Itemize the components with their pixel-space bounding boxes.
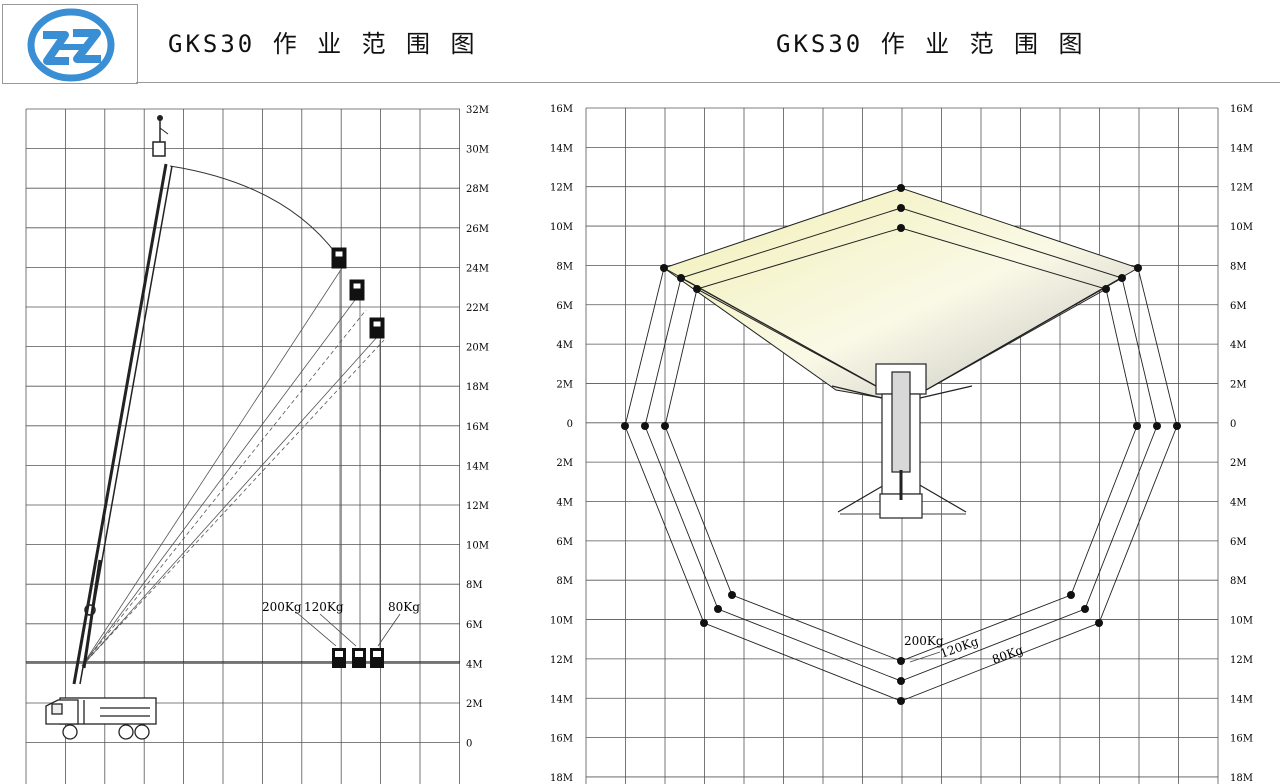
top-load-label-80kg: 80Kg xyxy=(990,643,1025,667)
envelope-inner-lines xyxy=(663,207,1124,403)
side-view-diagram: 32M 30M 28M 26M 24M 22M 20M 18M 16M 14M 12M 10M 8M 6M… xyxy=(25,105,489,784)
side-axis-label: 22M xyxy=(466,303,489,314)
top-load-label-lines xyxy=(909,651,941,663)
top-axis-label-right: 16M xyxy=(1230,734,1253,745)
page-title-right: GKS30 作 业 范 围 图 xyxy=(776,30,1086,58)
top-axis-label-right: 4M xyxy=(1230,498,1247,509)
side-axis-label: 18M xyxy=(466,382,489,393)
load-label-80kg: 80Kg xyxy=(388,600,420,614)
side-axis-label: 16M xyxy=(466,422,489,433)
top-view-axis-labels: 16M 16M 14M 14M 12M 12M 10M 10M 8M 8M 6M 6M 4M 4M 2M 2M… xyxy=(550,104,1253,784)
side-axis-label: 6M xyxy=(466,620,483,631)
page-title-left: GKS30 作 业 范 围 图 xyxy=(168,30,478,58)
side-axis-label: 10M xyxy=(466,541,489,552)
side-axis-label: 26M xyxy=(466,224,489,235)
top-axis-label-right: 12M xyxy=(1230,655,1253,666)
ground-baskets xyxy=(332,648,384,668)
telescopic-boom xyxy=(72,163,173,685)
reach-nodes xyxy=(621,184,1181,705)
top-axis-label-right: 8M xyxy=(1230,261,1247,272)
top-axis-label-right: 10M xyxy=(1230,616,1253,627)
aerial-truck-side-icon xyxy=(45,697,157,740)
side-view-grid xyxy=(25,108,460,784)
working-envelope-area xyxy=(662,187,1140,403)
side-axis-label: 0 xyxy=(466,739,472,750)
side-axis-label: 12M xyxy=(466,501,489,512)
side-axis-label: 4M xyxy=(466,659,483,670)
load-pointer-lines xyxy=(295,611,401,647)
top-axis-label-right: 16M xyxy=(1230,104,1253,115)
top-axis-label-right: 12M xyxy=(1230,183,1253,194)
logo-box xyxy=(2,4,138,84)
header-divider xyxy=(136,82,1280,83)
top-load-label-120kg: 120Kg xyxy=(938,634,980,661)
truck-top-view-icon xyxy=(831,363,973,519)
reach-lines xyxy=(81,267,385,667)
top-axis-label-right: 8M xyxy=(1230,576,1247,587)
side-axis-label: 14M xyxy=(466,461,489,472)
top-axis-label-right: 14M xyxy=(1230,143,1253,154)
reach-octagons xyxy=(624,267,1178,702)
work-basket-icon xyxy=(152,115,169,157)
load-label-200kg: 200Kg xyxy=(262,600,302,614)
top-axis-label-right: 2M xyxy=(1230,458,1247,469)
top-axis-label-right: 6M xyxy=(1230,537,1247,548)
top-axis-label-right: 18M xyxy=(1230,773,1253,784)
side-axis-label: 28M xyxy=(466,184,489,195)
top-axis-label-right: 6M xyxy=(1230,301,1247,312)
top-axis-label-right: 10M xyxy=(1230,222,1253,233)
side-axis-label: 24M xyxy=(466,263,489,274)
reach-baskets xyxy=(331,247,385,339)
max-height-arc xyxy=(169,165,343,263)
top-view-grid xyxy=(585,107,1219,784)
side-axis-label: 8M xyxy=(466,580,483,591)
company-logo-icon xyxy=(27,8,115,82)
top-axis-label-right: 4M xyxy=(1230,340,1247,351)
side-axis-label: 20M xyxy=(466,343,489,354)
load-label-120kg: 120Kg xyxy=(304,600,344,614)
side-view-axis-labels: 32M 30M 28M 26M 24M 22M 20M 18M 16M 14M 12M 10M 8M 6M… xyxy=(466,105,489,750)
top-axis-label-right: 2M xyxy=(1230,379,1247,390)
top-load-label-200kg: 200Kg xyxy=(904,634,944,648)
side-axis-label: 32M xyxy=(466,105,489,116)
side-axis-label: 30M xyxy=(466,145,489,156)
top-axis-label-right: 0 xyxy=(1230,419,1236,430)
side-axis-label: 2M xyxy=(466,699,483,710)
top-axis-label-right: 14M xyxy=(1230,694,1253,705)
